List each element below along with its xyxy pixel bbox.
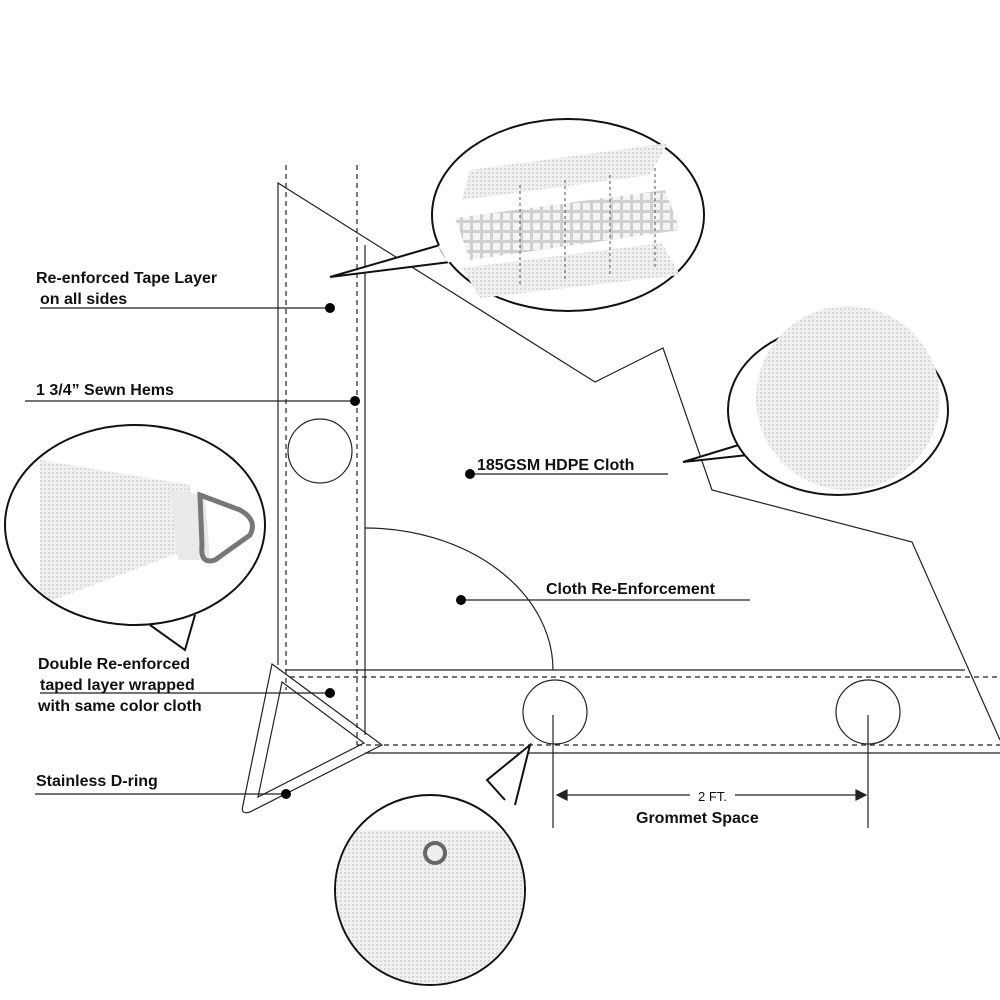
reinforcement-arc: [364, 527, 554, 671]
label-double-reinforced-2: taped layer wrapped: [40, 677, 195, 694]
label-cloth: 185GSM HDPE Cloth: [477, 457, 635, 474]
label-sewn-hems: 1 3/4” Sewn Hems: [36, 382, 174, 399]
label-grommet-space: Grommet Space: [636, 810, 759, 827]
grommet: [522, 679, 588, 745]
callout-tape-layers: [329, 118, 705, 312]
callout-grommet-photo: [334, 742, 532, 986]
label-tape-layer-2: on all sides: [40, 291, 128, 308]
label-d-ring: Stainless D-ring: [36, 773, 158, 790]
label-tape-layer-1: Re-enforced Tape Layer: [36, 270, 218, 287]
label-cloth-reinforcement: Cloth Re-Enforcement: [546, 581, 715, 598]
grommet: [287, 418, 353, 484]
sail-edge: [277, 181, 1000, 741]
label-double-reinforced-3: with same color cloth: [38, 698, 202, 715]
callout-d-ring-photo: [4, 424, 266, 652]
d-ring: [241, 662, 384, 814]
label-grommet-distance: 2 FT.: [698, 789, 727, 804]
callout-cloth-texture: [682, 306, 949, 496]
label-double-reinforced-1: Double Re-enforced: [38, 656, 191, 673]
